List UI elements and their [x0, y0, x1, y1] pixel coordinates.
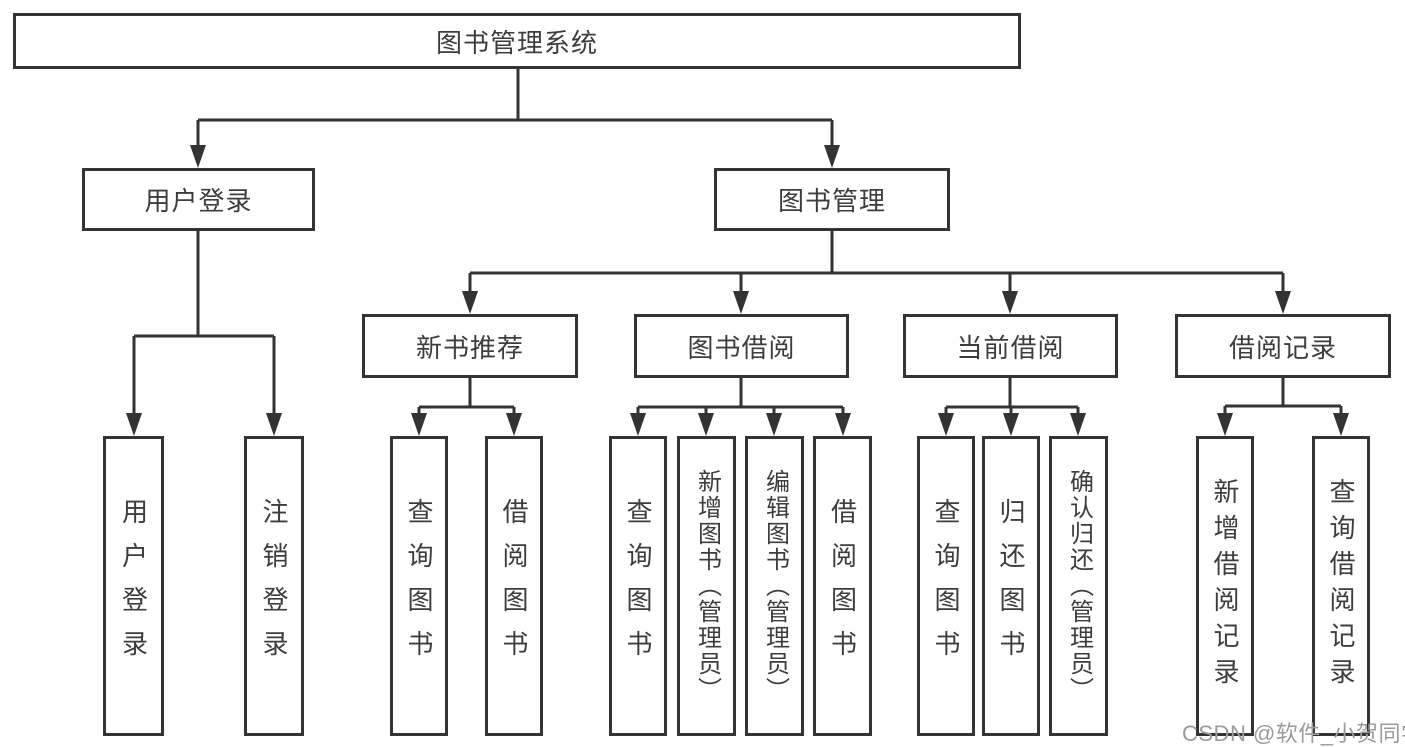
node-logout-label: 注销登录 [259, 498, 289, 674]
node-query-book-bb: 查询图书 [609, 436, 667, 736]
node-library-system-label: 图书管理系统 [435, 27, 598, 58]
arrowheads [126, 145, 1349, 436]
node-user-login: 用户登录 [82, 168, 315, 231]
node-current-borrow: 当前借阅 [903, 314, 1118, 378]
node-new-book-recommend-label: 新书推荐 [415, 332, 524, 363]
node-borrow-records-label: 借阅记录 [1228, 332, 1337, 363]
node-query-book-cb-label: 查询图书 [931, 498, 961, 674]
node-user-login-leaf-label: 用户登录 [118, 498, 149, 674]
node-user-login-label: 用户登录 [144, 186, 253, 216]
node-edit-book-admin: 编辑图书（管理员） [745, 436, 804, 736]
node-return-book: 归还图书 [982, 436, 1040, 736]
node-edit-book-admin-label: 编辑图书（管理员） [761, 469, 789, 703]
node-add-book-admin-label: 新增图书（管理员） [693, 469, 721, 703]
node-borrow-book-bb-label: 借阅图书 [827, 498, 858, 674]
node-user-login-leaf: 用户登录 [103, 436, 164, 736]
node-library-system: 图书管理系统 [13, 13, 1021, 69]
node-borrow-book-bb: 借阅图书 [813, 436, 872, 736]
node-borrow-records: 借阅记录 [1175, 314, 1391, 378]
node-add-book-admin: 新增图书（管理员） [677, 436, 736, 736]
node-add-borrow-record-label: 新增借阅记录 [1210, 478, 1240, 694]
node-current-borrow-label: 当前借阅 [956, 332, 1065, 363]
node-borrow-book-nbr: 借阅图书 [485, 436, 543, 736]
node-query-book-bb-label: 查询图书 [623, 498, 653, 674]
node-query-book-nbr: 查询图书 [390, 436, 448, 736]
node-confirm-return-admin: 确认归还（管理员） [1049, 436, 1108, 736]
node-confirm-return-admin-label: 确认归还（管理员） [1065, 469, 1093, 703]
node-query-borrow-record: 查询借阅记录 [1312, 436, 1370, 736]
node-query-book-nbr-label: 查询图书 [404, 498, 434, 674]
node-book-management-label: 图书管理 [777, 186, 886, 216]
node-book-borrow: 图书借阅 [634, 314, 849, 378]
node-new-book-recommend: 新书推荐 [362, 314, 578, 378]
node-query-borrow-record-label: 查询借阅记录 [1326, 478, 1356, 694]
node-borrow-book-nbr-label: 借阅图书 [499, 498, 529, 674]
node-add-borrow-record: 新增借阅记录 [1196, 436, 1254, 736]
node-book-management: 图书管理 [714, 168, 950, 231]
node-book-borrow-label: 图书借阅 [687, 332, 796, 363]
node-query-book-cb: 查询图书 [917, 436, 975, 736]
node-return-book-label: 归还图书 [996, 498, 1026, 674]
csdn-watermark: CSDN @软件_小贺同学 [1182, 721, 1405, 746]
node-logout: 注销登录 [244, 436, 304, 736]
